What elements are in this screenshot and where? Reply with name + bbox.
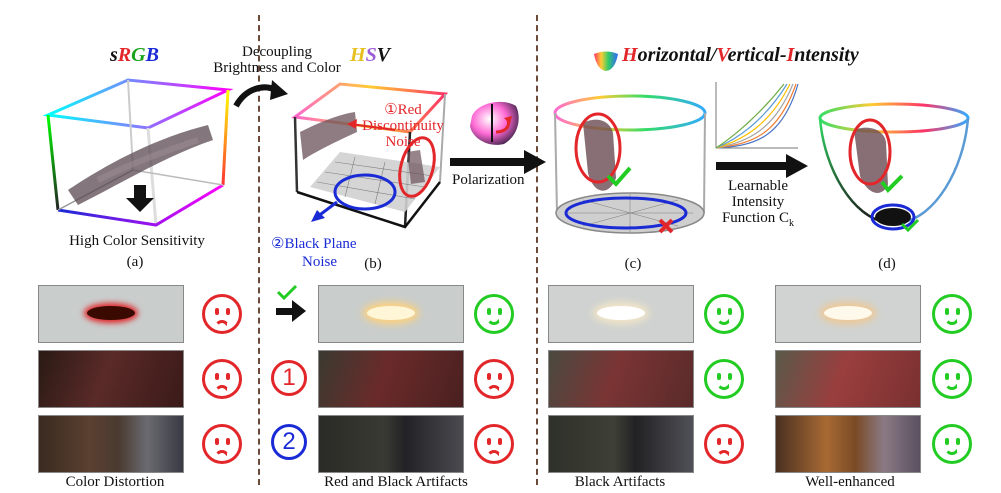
red-noise-note-2: Discontinuity [362, 118, 444, 134]
sample-photo-wood-d [775, 415, 921, 473]
panel-c-label: (c) [624, 256, 642, 272]
red-noise-note-3: Noise [385, 134, 421, 150]
learnable-arrow-icon [716, 154, 808, 178]
red-noise-note-1: ①Red [384, 102, 422, 118]
blue-noise-note-2: Noise [302, 254, 337, 270]
decoupling-label-2: Brightness and Color [213, 60, 341, 76]
happy-face-icon [932, 424, 972, 464]
caption-well-enhanced: Well-enhanced [805, 474, 895, 490]
separator-right [536, 15, 538, 485]
polarization-arrow-icon [450, 150, 546, 174]
sad-face-icon [202, 294, 242, 334]
srgb-caption: High Color Sensitivity [69, 233, 205, 249]
sad-face-icon [704, 424, 744, 464]
sad-face-icon [202, 359, 242, 399]
lamp-glow [367, 306, 415, 320]
marker-number-2: 2 [271, 424, 307, 460]
happy-face-icon [704, 294, 744, 334]
happy-face-icon [474, 294, 514, 334]
sample-photo-lamp-c [548, 285, 694, 343]
hvi-cylinder-diagram [553, 94, 707, 234]
sample-photo-wood-srgb [38, 415, 184, 473]
check-arrow-icon [276, 284, 306, 322]
sad-face-icon [474, 359, 514, 399]
panel-d-label: (d) [878, 256, 896, 272]
panel-b-label: (b) [364, 256, 382, 272]
sample-photo-sign-srgb [38, 350, 184, 408]
sad-face-icon [474, 424, 514, 464]
separator-left [258, 15, 260, 485]
happy-face-icon [932, 359, 972, 399]
sample-photo-wood-c [548, 415, 694, 473]
hsv-sphere-icon [470, 101, 519, 145]
happy-face-icon [704, 359, 744, 399]
hvi-bowl-logo-icon [594, 51, 618, 71]
caption-color-distortion: Color Distortion [65, 474, 165, 490]
lamp-glow [87, 306, 135, 320]
polarization-label: Polarization [452, 172, 525, 188]
caption-black-artifacts: Black Artifacts [574, 474, 666, 490]
learnable-label-2: Intensity [731, 194, 785, 210]
srgb-cube-diagram [42, 78, 234, 227]
sample-photo-sign-c [548, 350, 694, 408]
sample-photo-sign-d [775, 350, 921, 408]
blue-noise-note-1: ②Black Plane [271, 236, 357, 252]
decoupling-label-1: Decoupling [242, 44, 312, 60]
intensity-curves-plot [715, 82, 799, 149]
sad-face-icon [202, 424, 242, 464]
hsv-title: HSV [350, 44, 391, 66]
caption-red-black-artifacts: Red and Black Artifacts [324, 474, 468, 490]
sample-photo-sign-hsv [318, 350, 464, 408]
sample-photo-lamp-d [775, 285, 921, 343]
learnable-label-3: Function Ck [721, 210, 795, 229]
sample-photo-lamp-srgb [38, 285, 184, 343]
marker-number-1: 1 [271, 360, 307, 396]
hvi-bowl-diagram [818, 102, 970, 233]
lamp-glow [824, 306, 872, 320]
sample-photo-lamp-hsv [318, 285, 464, 343]
curved-arrow-icon [233, 80, 288, 108]
panel-a-label: (a) [126, 254, 144, 270]
hsv-cube-diagram [291, 82, 449, 229]
sample-photo-wood-hsv [318, 415, 464, 473]
hvi-title: Horizontal/Vertical-Intensity [622, 44, 859, 66]
lamp-glow [597, 306, 645, 320]
happy-face-icon [932, 294, 972, 334]
srgb-title: sRGB [110, 44, 159, 66]
learnable-label-1: Learnable [728, 178, 788, 194]
